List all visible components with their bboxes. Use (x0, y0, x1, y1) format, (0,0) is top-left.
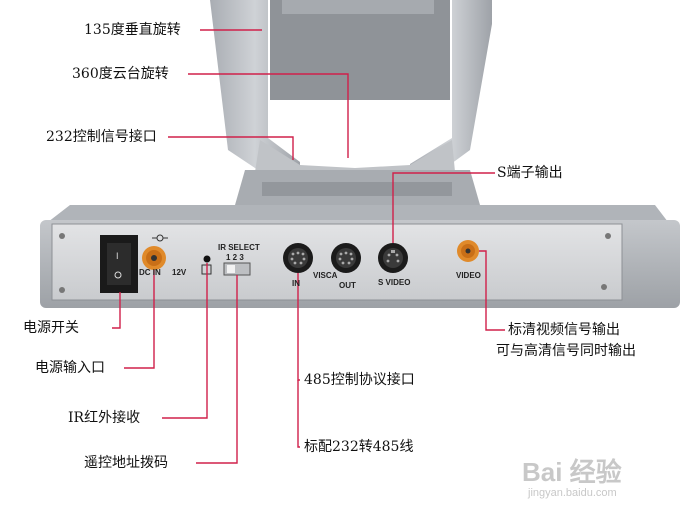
yoke-left-arm (210, 0, 300, 178)
panel-dc-in: DC IN (139, 268, 161, 277)
label-232-port: 232控制信号接口 (46, 129, 157, 145)
leader-232-port (168, 136, 294, 160)
visca-out-port[interactable] (331, 243, 361, 273)
label-vertical-rotation: 135度垂直旋转 (84, 22, 181, 38)
power-switch[interactable]: I (100, 235, 138, 293)
leader-s-terminal (392, 172, 495, 243)
panel-ir-positions: 1 2 3 (226, 253, 244, 262)
panel-ir-select: IR SELECT (218, 243, 260, 252)
label-power-switch: 电源开关 (23, 320, 79, 336)
leader-dip (196, 275, 238, 464)
leader-pan-tilt (188, 73, 349, 158)
leader-lines (112, 29, 505, 464)
camera-head (270, 0, 450, 100)
pan-base-ring (262, 182, 452, 196)
label-power-input: 电源输入口 (35, 360, 105, 376)
label-232-to-485-cable: 标配232转485线 (304, 439, 414, 455)
screw-top-left (59, 233, 65, 239)
s-video-port[interactable] (378, 243, 408, 273)
leader-power-switch (112, 292, 121, 329)
panel-visca: VISCA (313, 271, 338, 280)
dc-power-jack[interactable] (142, 246, 166, 270)
screw-bottom-left (59, 287, 65, 293)
camera-body (210, 0, 492, 205)
watermark-logo: Bai 经验 (522, 457, 622, 487)
rs232-in-port[interactable] (283, 243, 313, 273)
panel-s-video: S VIDEO (378, 278, 411, 287)
screw-bottom-right (601, 284, 607, 290)
label-remote-address-dip: 遥控地址拨码 (84, 455, 168, 471)
yoke-right-arm (410, 0, 492, 180)
watermark-site: jingyan.baidu.com (528, 487, 617, 499)
panel-video: VIDEO (456, 271, 481, 280)
ir-receiver-sensor (203, 255, 211, 263)
leader-video (479, 250, 505, 331)
camera-head-highlight (282, 0, 434, 14)
panel-voltage: 12V (172, 268, 187, 277)
ir-select-switch[interactable] (223, 262, 251, 276)
dc-polarity-icon (152, 234, 168, 242)
label-simultaneous-hd-output: 可与高清信号同时输出 (496, 343, 636, 359)
label-ir-receiver: IR红外接收 (68, 410, 141, 426)
panel-out: OUT (339, 281, 356, 290)
label-485-protocol: 485控制协议接口 (304, 372, 415, 388)
label-sd-video-output: 标清视频信号输出 (508, 322, 620, 338)
leader-ir (162, 263, 208, 419)
video-rca-jack[interactable] (457, 240, 479, 262)
base-plate (40, 205, 680, 308)
screw-top-right (605, 233, 611, 239)
svg-text:I: I (116, 251, 119, 261)
leader-232-to-485 (297, 380, 300, 448)
base-top (48, 205, 668, 222)
panel-in: IN (292, 279, 300, 288)
leader-power-input (124, 270, 155, 369)
label-s-terminal-output: S端子输出 (497, 165, 563, 181)
label-pan-tilt-rotation: 360度云台旋转 (72, 66, 169, 82)
